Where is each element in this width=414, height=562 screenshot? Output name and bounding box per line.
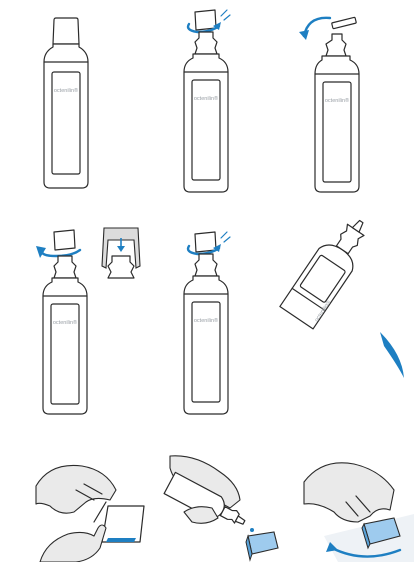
bottle-label-text: octenilin®: [53, 319, 77, 326]
step-7-wet-compress-icon: [36, 456, 146, 562]
bottle-label-text: octenilin®: [194, 95, 218, 102]
step-1-closed-bottle-icon: octenilin®: [36, 18, 96, 194]
step-3-remove-cap-icon: octenilin®: [294, 10, 374, 194]
solution-stream-icon: [380, 332, 404, 378]
step-6-pour-solution-icon: octenilin®: [280, 228, 410, 388]
bottle-label-text: octenilin®: [194, 317, 218, 324]
step-8-drip-sponge-icon: [166, 456, 280, 562]
step-4-replace-cap-icon: octenilin®: [32, 226, 144, 416]
step-2-twist-cap-icon: octenilin®: [175, 4, 245, 194]
inset-pierce-seal-icon: [102, 228, 140, 278]
bottle-label-text: octenilin®: [325, 97, 349, 104]
step-9-wipe-surface-icon: [304, 456, 414, 562]
bottle-label-text: octenilin®: [54, 87, 78, 94]
step-5-twist-cap-icon: octenilin®: [175, 226, 245, 416]
